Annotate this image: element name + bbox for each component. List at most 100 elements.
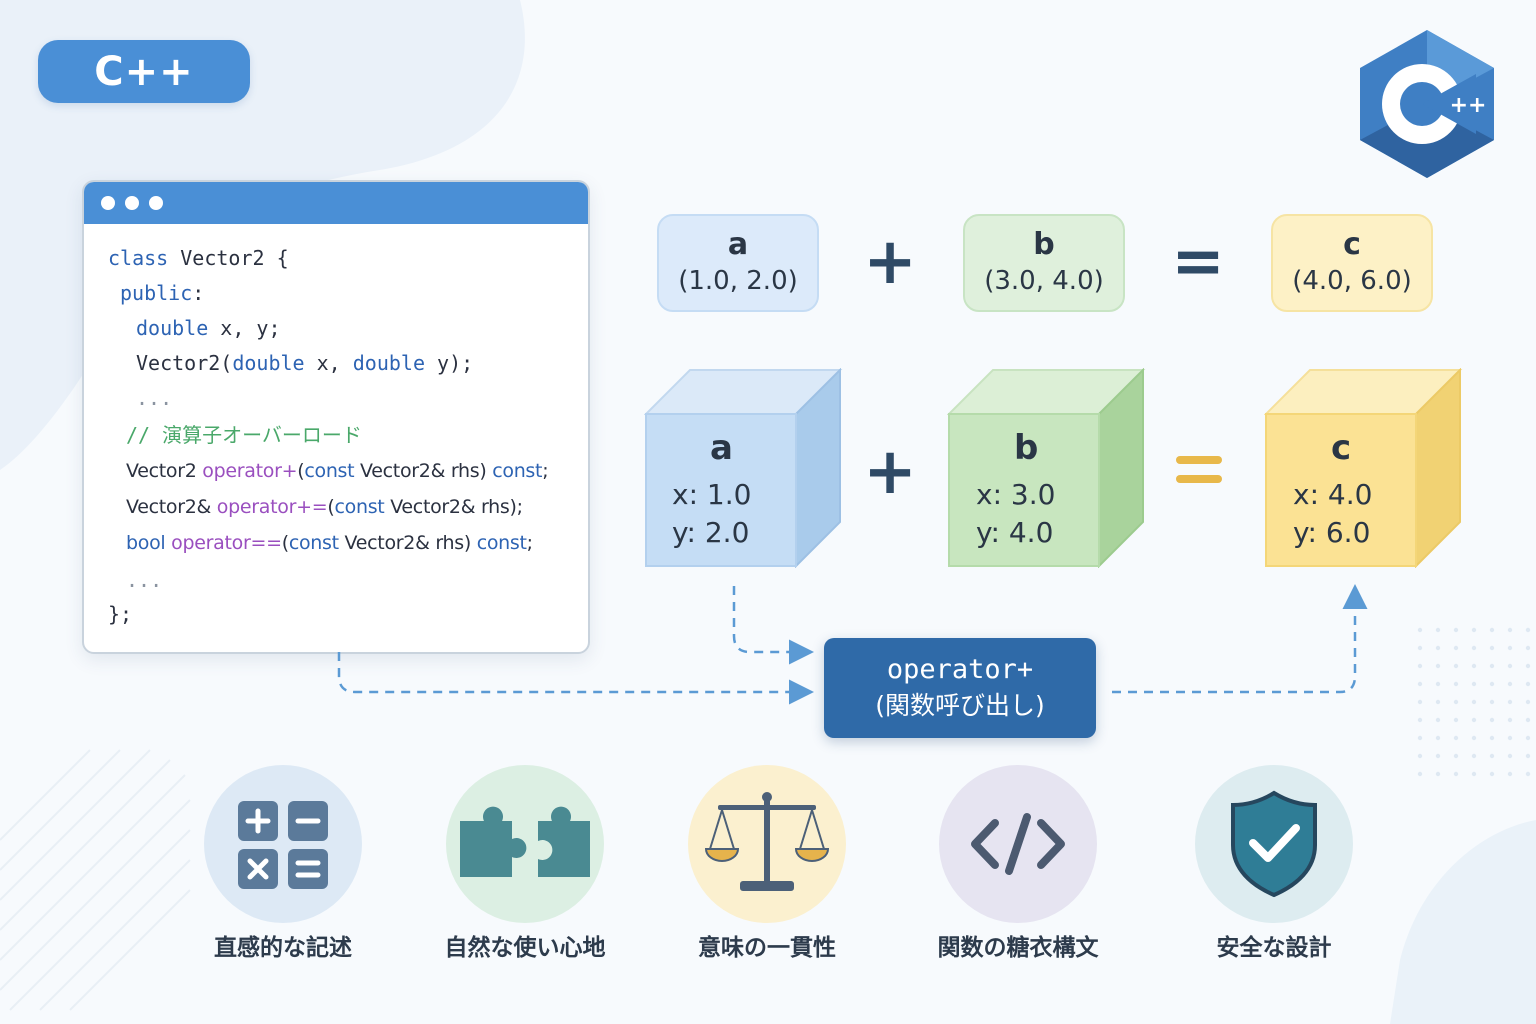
background-dot [1507,663,1513,669]
background-dot [1525,645,1531,651]
cube-a-name: a [710,428,733,468]
vector-c-name: c [1343,227,1361,262]
cube-b-x: x: 3.0 [976,478,1056,511]
vector-a-value-box: a (1.0, 2.0) [657,214,819,312]
operator-call-box: operator+ (関数呼び出し) [824,638,1096,738]
background-dot [1471,753,1477,759]
background-dot [1435,699,1441,705]
feature-consistency [688,765,846,923]
background-dot [1417,717,1423,723]
background-dot [1507,735,1513,741]
equals-icon [1176,456,1222,483]
background-dot [1417,645,1423,651]
background-dot [1453,645,1459,651]
cpp-logo: ++ [1360,30,1494,178]
background-dot [1471,699,1477,705]
background-dot [1489,645,1495,651]
background-dot [1525,753,1531,759]
background-dot [1507,753,1513,759]
cube-c-name: c [1331,428,1352,468]
vector-b-value: (3.0, 4.0) [984,266,1104,296]
background-dot [1453,753,1459,759]
background-dot [1417,753,1423,759]
background-dot [1507,627,1513,633]
vector-a-name: a [727,227,749,262]
logo-plus-text: ++ [1450,93,1487,118]
background-dot [1489,627,1495,633]
background-dot [1453,771,1459,777]
window-dot-icon [101,196,115,210]
background-dot [1471,735,1477,741]
cube-c-x: x: 4.0 [1293,478,1373,511]
vector-b-cube [947,368,1146,568]
code-line: ... [126,568,163,592]
background-dot [1453,735,1459,741]
background-dot [1417,699,1423,705]
code-comment: // 演算子オーバーロード [126,423,362,447]
code-line: Vector2(double x, double y); [136,351,474,375]
feature-label: 直感的な記述 [214,935,352,961]
background-dot [1489,717,1495,723]
cube-a-x: x: 1.0 [672,478,752,511]
cube-b-y: y: 4.0 [976,516,1054,549]
background-dot [1525,627,1531,633]
background-dot [1453,663,1459,669]
feature-safe-design [1195,765,1353,923]
background-dot [1525,717,1531,723]
background-dot [1435,663,1441,669]
code-line: bool operator==(const Vector2& rhs) cons… [126,532,533,554]
background-dot [1471,645,1477,651]
code-window-titlebar [84,182,588,224]
background-dot [1489,753,1495,759]
code-line: class Vector2 { [108,246,289,270]
background-dot [1453,717,1459,723]
code-window: class Vector2 { public: double x, y; Vec… [82,180,590,654]
code-line: }; [108,602,133,626]
background-dot [1435,717,1441,723]
vector-b-value-box: b (3.0, 4.0) [963,214,1125,312]
background-dot [1525,663,1531,669]
background-dot [1417,771,1423,777]
plus-symbol: + [863,225,917,299]
background-dot [1507,645,1513,651]
feature-label: 安全な設計 [1216,935,1332,961]
code-line: Vector2 operator+(const Vector2& rhs) co… [126,460,549,482]
code-icon [971,813,1065,875]
background-dot [1471,717,1477,723]
feature-intuitive [204,765,362,923]
feature-label: 意味の一貫性 [698,935,836,961]
background-dot [1489,681,1495,687]
background-dot [1471,663,1477,669]
vector-b-name: b [1033,227,1055,262]
scale-icon [704,792,830,891]
background-dot [1435,771,1441,777]
vector-c-cube [1264,368,1463,568]
puzzle-icon [460,806,590,877]
operator-name: operator+ [886,654,1034,685]
background-dot [1417,681,1423,687]
vector-c-value-box: c (4.0, 6.0) [1271,214,1433,312]
background-dot [1435,645,1441,651]
operator-description: (関数呼び出し) [875,691,1045,720]
cube-c-y: y: 6.0 [1293,516,1371,549]
background-dot [1435,627,1441,633]
cube-a-y: y: 2.0 [672,516,750,549]
cube-b-name: b [1014,428,1039,468]
code-line: public: [120,281,205,305]
calculator-icon [238,801,328,889]
background-dot [1489,699,1495,705]
plus-symbol: + [863,435,917,509]
background-dot [1453,681,1459,687]
background-dot [1507,717,1513,723]
title-badge: C++ [38,40,250,103]
background-dot [1525,699,1531,705]
background-dot [1417,663,1423,669]
background-dot [1435,735,1441,741]
vector-c-value: (4.0, 6.0) [1292,266,1412,296]
page-title: C++ [94,48,194,95]
background-dot [1471,627,1477,633]
background-dot [1471,681,1477,687]
equals-symbol: = [1171,225,1225,299]
